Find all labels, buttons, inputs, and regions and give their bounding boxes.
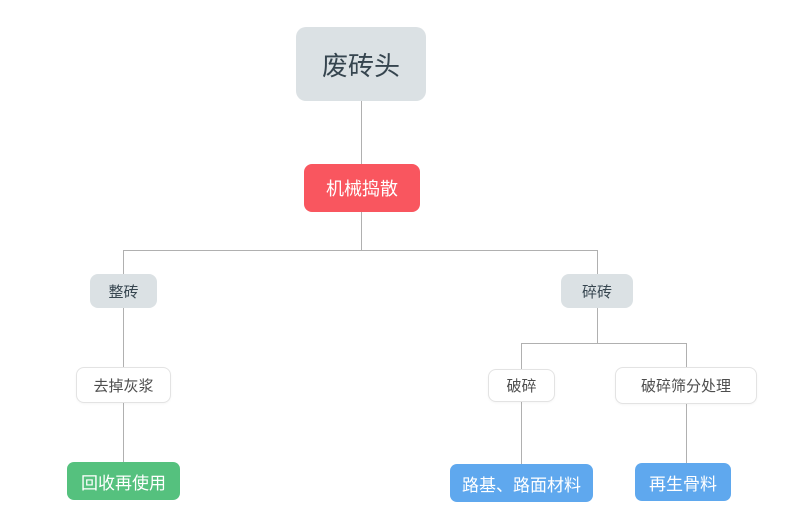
edge-crush-to-road-material xyxy=(521,402,522,464)
edge-mortar-to-recycle xyxy=(123,403,124,462)
node-crush-screening[interactable]: 破碎筛分处理 xyxy=(615,367,757,404)
edge-whole-to-remove-mortar xyxy=(123,308,124,367)
node-broken-brick[interactable]: 碎砖 xyxy=(561,274,633,308)
edge-branch-to-crush xyxy=(521,343,522,370)
node-waste-brick[interactable]: 废砖头 xyxy=(296,27,426,101)
edge-branch-to-broken-brick xyxy=(597,250,598,275)
edge-broken-branch-bar xyxy=(521,343,687,344)
edge-mechanical-branch-bar xyxy=(123,250,598,251)
node-mechanical-break[interactable]: 机械捣散 xyxy=(304,164,420,212)
node-whole-brick[interactable]: 整砖 xyxy=(90,274,157,308)
edge-mechanical-stem xyxy=(361,212,362,250)
node-remove-mortar[interactable]: 去掉灰浆 xyxy=(76,367,171,403)
edge-root-to-mechanical xyxy=(361,101,362,164)
edge-branch-to-crush-screening xyxy=(686,343,687,368)
edge-screening-to-aggregate xyxy=(686,404,687,463)
node-recycled-aggregate[interactable]: 再生骨料 xyxy=(635,463,731,501)
edge-broken-stem xyxy=(597,308,598,343)
node-roadbed-pavement[interactable]: 路基、路面材料 xyxy=(450,464,593,502)
node-recycle-reuse[interactable]: 回收再使用 xyxy=(67,462,180,500)
edge-branch-to-whole-brick xyxy=(123,250,124,275)
node-crush[interactable]: 破碎 xyxy=(488,369,555,402)
